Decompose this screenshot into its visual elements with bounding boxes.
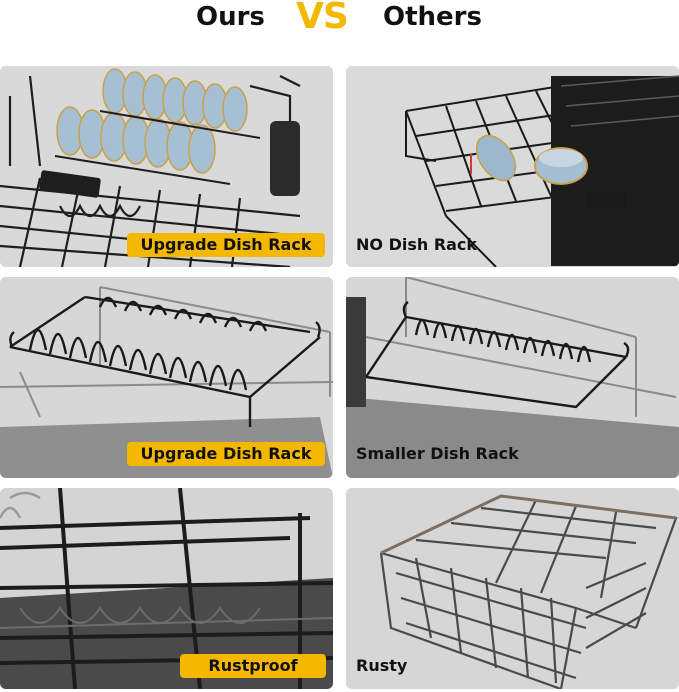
others-no-dish-rack-photo: NO Dish Rack	[346, 66, 679, 267]
ours-label-2: Upgrade Dish Rack	[127, 442, 325, 466]
others-rusty-photo: Rusty	[346, 488, 679, 689]
others-label-2: Smaller Dish Rack	[356, 444, 519, 463]
others-small-dish-rack-photo: Smaller Dish Rack	[346, 277, 679, 478]
ours-dish-rack-photo: Upgrade Dish Rack	[0, 66, 333, 267]
others-heading: Others	[383, 2, 482, 32]
rack-without-dish-holder-image	[346, 66, 679, 267]
ours-large-dish-rack-photo: Upgrade Dish Rack	[0, 277, 333, 478]
ours-heading: Ours	[196, 2, 265, 32]
rusty-wire-basket-image	[346, 488, 679, 689]
others-label-3: Rusty	[356, 656, 408, 675]
others-label-1: NO Dish Rack	[356, 235, 478, 254]
ours-rustproof-photo: Rustproof	[0, 488, 333, 689]
ours-label-3: Rustproof	[180, 654, 326, 678]
small-dish-holder-image	[346, 277, 679, 478]
comparison-header: Ours VS Others	[0, 0, 679, 40]
ours-label-1: Upgrade Dish Rack	[127, 233, 325, 257]
vs-heading: VS	[296, 0, 349, 37]
